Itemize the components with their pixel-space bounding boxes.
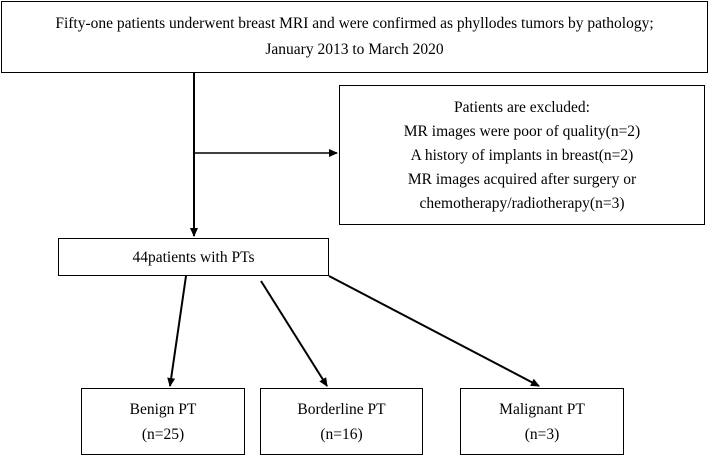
benign-arrow [167, 275, 187, 387]
enrollment-box: Fifty-one patients underwent breast MRI … [1, 1, 708, 73]
exclusion-title: Patients are excluded: [453, 99, 590, 116]
group-count-borderline: (n=16) [320, 425, 363, 443]
group-box-benign: Benign PT (n=25) [81, 388, 245, 455]
cohort-box: 44patients with PTs [58, 238, 329, 276]
group-label-borderline: Borderline PT [297, 400, 386, 418]
exclusion-reason-4: chemotherapy/radiotherapy(n=3) [419, 195, 625, 212]
exclusion-reason-3: MR images acquired after surgery or [407, 171, 637, 188]
exclusion-reason-2: A history of implants in breast(n=2) [410, 147, 634, 164]
enrollment-text-line-1: Fifty-one patients underwent breast MRI … [55, 15, 654, 32]
group-label-malignant: Malignant PT [499, 400, 585, 418]
group-count-benign: (n=25) [141, 425, 185, 443]
cohort-label: 44patients with PTs [132, 248, 255, 266]
borderline-arrow [260, 280, 328, 387]
group-label-benign: Benign PT [129, 400, 197, 418]
enrollment-text-line-2: January 2013 to March 2020 [265, 41, 444, 58]
group-count-malignant: (n=3) [524, 425, 560, 443]
exclusion-reason-1: MR images were poor of quality(n=2) [403, 123, 641, 140]
group-box-malignant: Malignant PT (n=3) [460, 388, 624, 455]
exclusion-box: Patients are excluded: MR images were po… [339, 85, 705, 225]
group-box-borderline: Borderline PT (n=16) [260, 388, 423, 455]
malignant-arrow [328, 275, 540, 387]
